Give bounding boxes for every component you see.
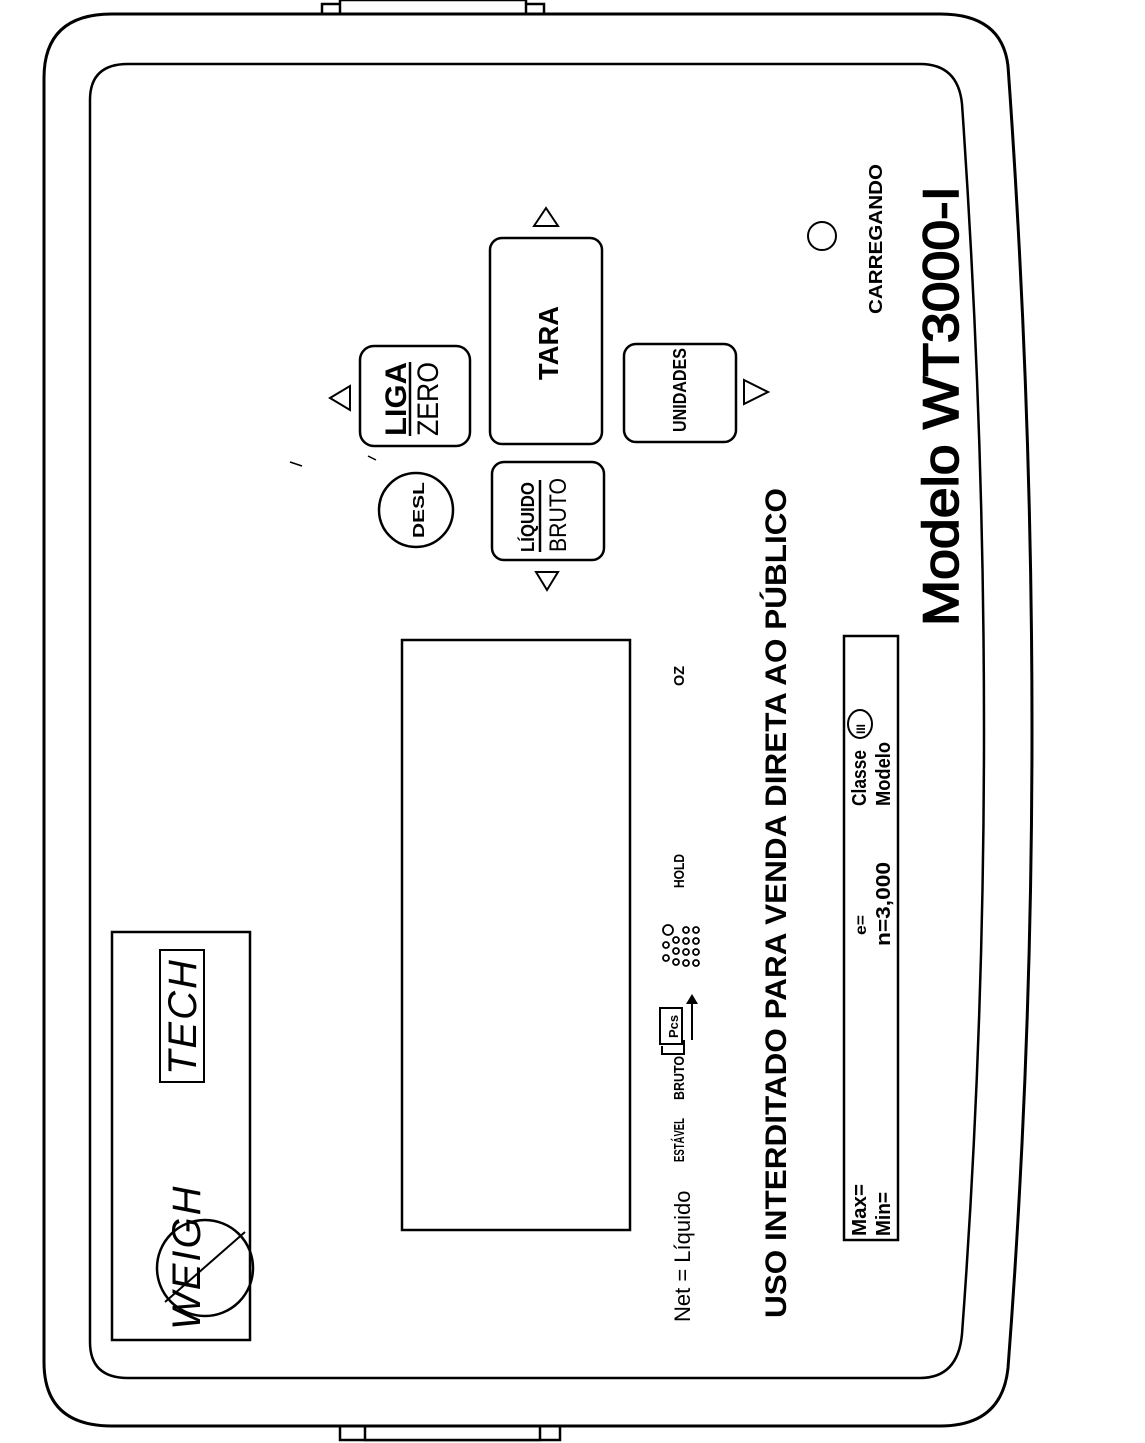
brand-logo: WEIGH TECH bbox=[110, 930, 255, 1342]
oz-indicator-label: OZ bbox=[671, 666, 688, 686]
bargraph-dots-indicator bbox=[662, 924, 700, 967]
charging-led bbox=[807, 221, 837, 251]
desl-button-label: DESL bbox=[411, 482, 428, 538]
plate-min-label: Min= bbox=[873, 1192, 895, 1236]
tara-button[interactable]: TARA bbox=[488, 236, 604, 446]
brand-logo-circle bbox=[155, 1218, 255, 1318]
liga-zero-button[interactable]: LIGA ZERO bbox=[358, 344, 472, 448]
brand-logo-slash bbox=[164, 1231, 246, 1303]
carregando-label: CARREGANDO bbox=[866, 164, 886, 314]
bruto-label: BRUTO bbox=[545, 478, 572, 552]
classe-symbol-text: III bbox=[854, 724, 868, 734]
brand-tech-box bbox=[159, 949, 205, 1083]
plate-modelo-label: Modelo bbox=[873, 742, 895, 806]
hold-indicator-label: HOLD bbox=[671, 854, 688, 888]
stray-mark bbox=[289, 461, 303, 467]
unidades-label: UNIDADES bbox=[670, 348, 690, 432]
tara-label: TARA bbox=[533, 306, 564, 380]
specification-plate: Max= Min= e= n=3,000 Classe III Modelo bbox=[842, 634, 900, 1242]
up-arrow-icon bbox=[532, 206, 560, 227]
plate-n-value: n=3,000 bbox=[873, 862, 895, 946]
plate-max-label: Max= bbox=[849, 1184, 871, 1236]
model-name: Modelo WT3000-I bbox=[913, 186, 969, 626]
liquido-label: LÍQUIDO bbox=[517, 482, 538, 552]
desl-button[interactable]: DESL bbox=[377, 471, 455, 549]
unidades-button[interactable]: UNIDADES bbox=[622, 342, 738, 444]
brand-tech-text: TECH bbox=[161, 958, 205, 1075]
zero-label: ZERO bbox=[412, 362, 445, 436]
estavel-indicator-label: ESTÁVEL bbox=[671, 1118, 688, 1162]
plate-e-label: e= bbox=[853, 915, 870, 935]
liquido-bruto-button[interactable]: LÍQUIDO BRUTO bbox=[490, 460, 606, 562]
panel-outline bbox=[88, 62, 986, 1380]
plate-classe-label: Classe bbox=[849, 750, 871, 806]
right-arrow-icon bbox=[743, 378, 771, 406]
brand-weigh-text: WEIGH bbox=[165, 1184, 209, 1330]
bruto-indicator-label: BRUTO bbox=[671, 1056, 688, 1100]
stray-mark bbox=[367, 455, 377, 461]
pcs-indicator-icon: Pcs bbox=[659, 994, 698, 1055]
classe-iii-symbol: III bbox=[847, 709, 873, 739]
left-arrow-icon bbox=[328, 384, 351, 412]
down-arrow-icon bbox=[534, 571, 560, 592]
pcs-label: Pcs bbox=[666, 1015, 681, 1038]
net-liquido-legend: Net = Líquido bbox=[670, 1191, 695, 1322]
public-sale-warning: USO INTERDITADO PARA VENDA DIRETA AO PÚB… bbox=[759, 488, 793, 1318]
lcd-display bbox=[400, 638, 632, 1232]
liga-label: LIGA bbox=[380, 362, 413, 436]
